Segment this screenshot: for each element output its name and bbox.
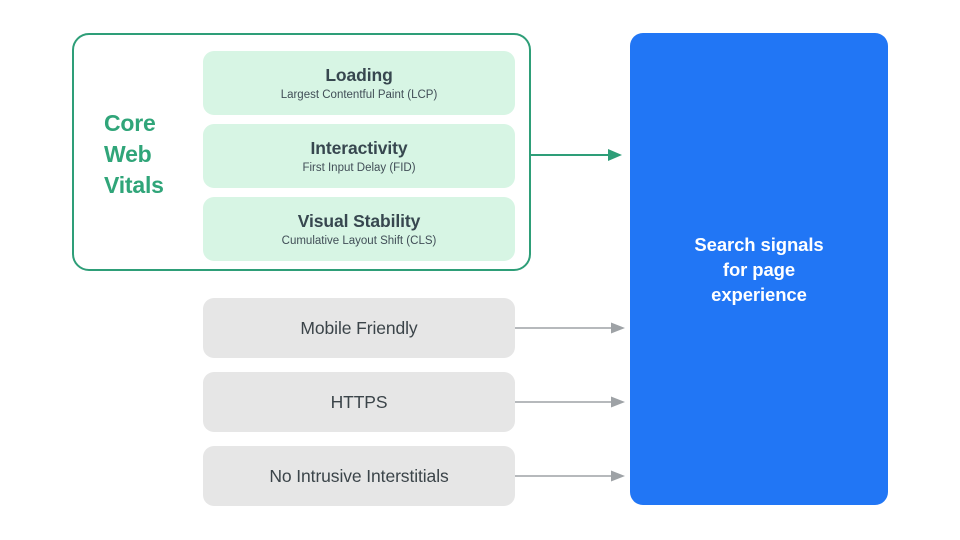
metric-card-visual-stability: Visual Stability Cumulative Layout Shift… xyxy=(203,197,515,261)
metric-title: Interactivity xyxy=(310,137,408,158)
metric-card-interactivity: Interactivity First Input Delay (FID) xyxy=(203,124,515,188)
no-intrusive-interstitials-arrow-icon xyxy=(515,470,625,482)
core-web-vitals-arrow-icon xyxy=(529,149,622,161)
core-web-vitals-label-line-3: Vitals xyxy=(104,172,164,198)
outcome-line-2: for page xyxy=(722,258,796,280)
signal-title: No Intrusive Interstitials xyxy=(269,466,449,486)
core-web-vitals-group xyxy=(72,33,531,271)
metric-title: Loading xyxy=(325,64,393,85)
metric-subtitle: Largest Contentful Paint (LCP) xyxy=(280,88,438,101)
core-web-vitals-label-line-1: Core xyxy=(104,110,156,136)
search-signals-panel: Search signals for page experience xyxy=(630,33,888,505)
signal-card-no-intrusive-interstitials: No Intrusive Interstitials xyxy=(203,446,515,506)
https-arrow-icon xyxy=(515,396,625,408)
metric-title: Visual Stability xyxy=(297,210,421,231)
metric-subtitle: Cumulative Layout Shift (CLS) xyxy=(281,234,437,247)
outcome-line-1: Search signals xyxy=(694,233,824,255)
signal-title: Mobile Friendly xyxy=(300,318,418,338)
signal-card-https: HTTPS xyxy=(203,372,515,432)
outcome-line-3: experience xyxy=(711,283,807,305)
metric-subtitle: First Input Delay (FID) xyxy=(302,161,416,174)
signal-title: HTTPS xyxy=(330,392,388,412)
signal-card-mobile-friendly: Mobile Friendly xyxy=(203,298,515,358)
core-web-vitals-label-line-2: Web xyxy=(104,141,152,167)
core-web-vitals-label: Core Web Vitals xyxy=(104,108,200,201)
metric-card-loading: Loading Largest Contentful Paint (LCP) xyxy=(203,51,515,115)
mobile-friendly-arrow-icon xyxy=(515,322,625,334)
search-signals-text: Search signals for page experience xyxy=(680,232,837,307)
